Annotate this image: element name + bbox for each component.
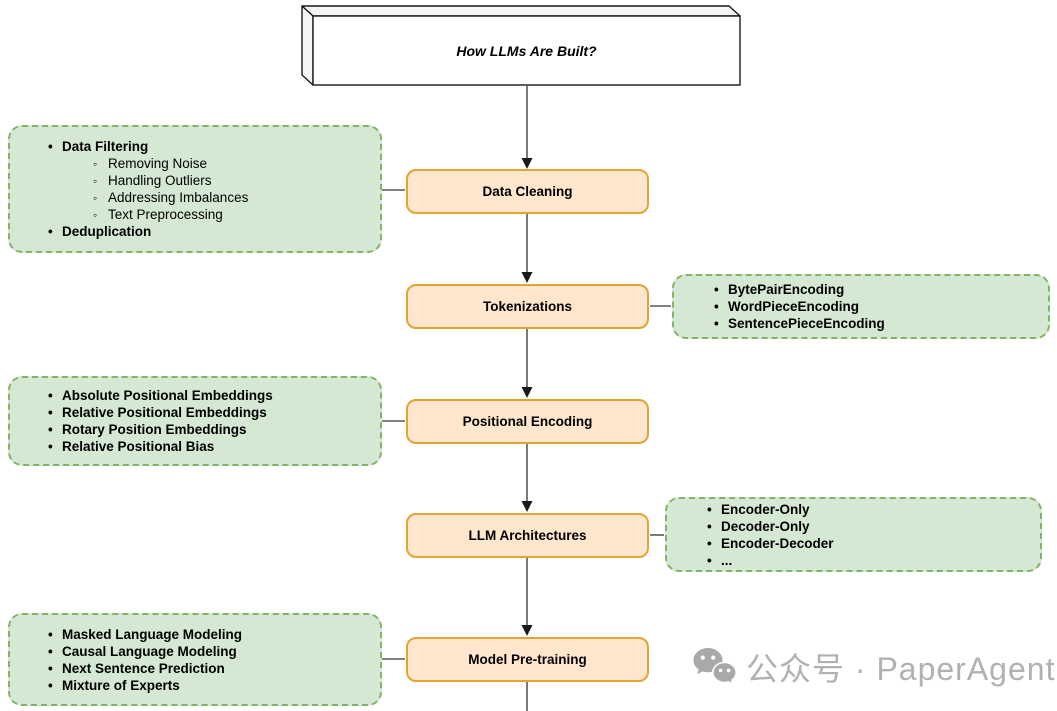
- node-label: Positional Encoding: [462, 414, 593, 429]
- node-positional-encoding: Positional Encoding: [406, 399, 649, 444]
- list-item: ...: [706, 552, 834, 569]
- note-model-pretraining: Masked Language Modeling Causal Language…: [8, 613, 382, 706]
- list-item: Removing Noise: [93, 155, 248, 173]
- list-item: Relative Positional Bias: [47, 438, 273, 455]
- note-list: Data Filtering Removing Noise Handling O…: [10, 138, 256, 240]
- node-label: LLM Architectures: [468, 528, 587, 543]
- list-item: Relative Positional Embeddings: [47, 404, 273, 421]
- list-item: Text Preprocessing: [93, 206, 248, 224]
- note-positional-encoding: Absolute Positional Embeddings Relative …: [8, 376, 382, 466]
- node-tokenizations: Tokenizations: [406, 284, 649, 329]
- watermark: 公众号 · PaperAgent: [692, 643, 1055, 691]
- title-box-3d: [301, 5, 741, 86]
- node-llm-architectures: LLM Architectures: [406, 513, 649, 558]
- note-list: BytePairEncoding WordPieceEncoding Sente…: [674, 281, 893, 332]
- list-item: Masked Language Modeling: [47, 626, 242, 643]
- list-item: Decoder-Only: [706, 518, 834, 535]
- node-data-cleaning: Data Cleaning: [406, 169, 649, 214]
- list-item: Encoder-Decoder: [706, 535, 834, 552]
- list-item: Absolute Positional Embeddings: [47, 387, 273, 404]
- list-item: Encoder-Only: [706, 501, 834, 518]
- list-item: Addressing Imbalances: [93, 189, 248, 207]
- watermark-text: 公众号 · PaperAgent: [746, 651, 1056, 687]
- node-label: Data Cleaning: [482, 184, 573, 199]
- note-list: Masked Language Modeling Causal Language…: [10, 626, 250, 694]
- node-label: Model Pre-training: [468, 652, 587, 667]
- flow-connectors: [382, 85, 671, 711]
- note-list: Encoder-Only Decoder-Only Encoder-Decode…: [667, 501, 842, 569]
- list-item: Causal Language Modeling: [47, 643, 242, 660]
- list-item: Deduplication: [47, 223, 248, 240]
- list-item: BytePairEncoding: [713, 281, 885, 298]
- wechat-icon: [692, 646, 737, 688]
- list-item: SentencePieceEncoding: [713, 315, 885, 332]
- list-item: Mixture of Experts: [47, 677, 242, 694]
- list-item: Data Filtering: [47, 138, 248, 155]
- list-item: Handling Outliers: [93, 172, 248, 190]
- diagram-title: How LLMs Are Built?: [456, 42, 597, 59]
- note-list: Absolute Positional Embeddings Relative …: [10, 387, 281, 455]
- list-item: Next Sentence Prediction: [47, 660, 242, 677]
- node-label: Tokenizations: [482, 299, 572, 314]
- note-data-cleaning: Data Filtering Removing Noise Handling O…: [8, 125, 382, 253]
- node-model-pretraining: Model Pre-training: [406, 637, 649, 682]
- list-item: Rotary Position Embeddings: [47, 421, 273, 438]
- note-tokenizations: BytePairEncoding WordPieceEncoding Sente…: [672, 274, 1050, 339]
- note-llm-architectures: Encoder-Only Decoder-Only Encoder-Decode…: [665, 497, 1042, 572]
- list-item: WordPieceEncoding: [713, 298, 885, 315]
- arrowheads: [521, 158, 533, 636]
